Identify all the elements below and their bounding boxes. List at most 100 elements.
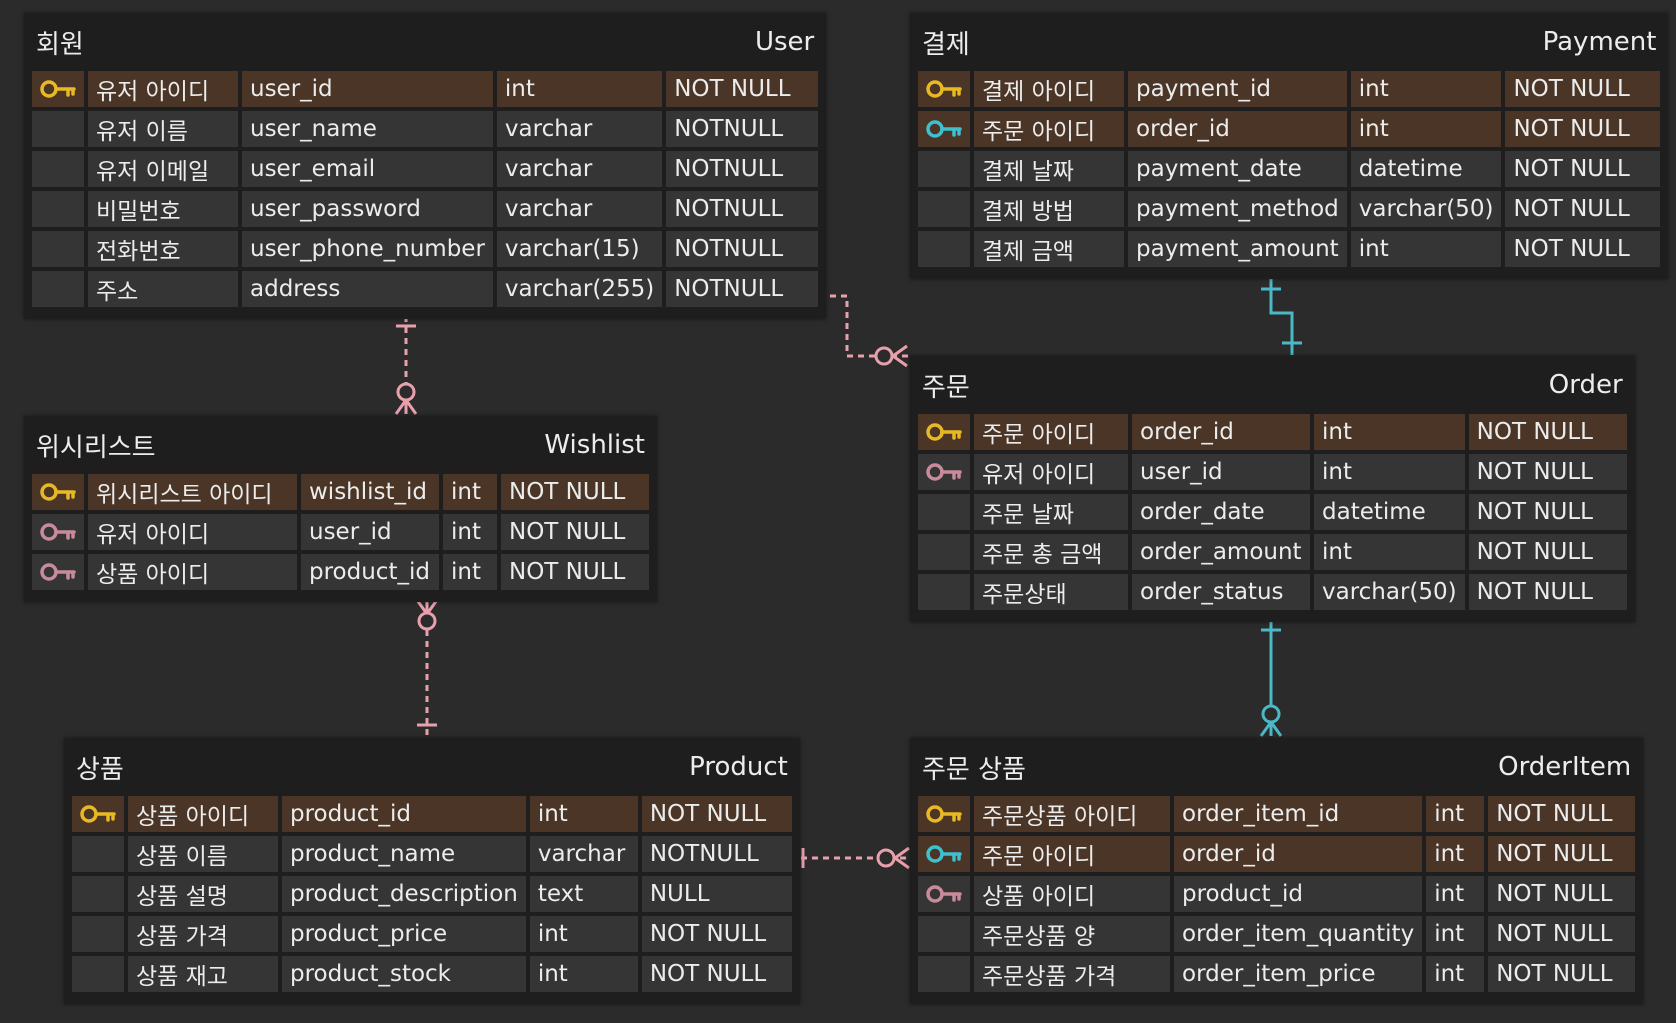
pk-key-icon [924, 419, 964, 445]
column-label-kr: 유저 이메일 [88, 151, 238, 187]
column-constraint: NOT NULL [1468, 574, 1627, 610]
entity-label-kr: 위시리스트 [36, 432, 156, 463]
column-name: order_id [1128, 111, 1347, 147]
column-constraint: NOT NULL [666, 71, 819, 107]
key-cell [918, 454, 970, 490]
column-type: varchar [529, 836, 638, 872]
column-type: int [1426, 956, 1485, 992]
key-cell [918, 494, 970, 530]
column-label-kr: 주문 아이디 [974, 111, 1124, 147]
column-type: varchar [496, 111, 663, 147]
entity-label-kr: 결제 [922, 29, 970, 60]
key-cell [32, 474, 84, 510]
column-name: product_id [301, 554, 439, 590]
column-type: varchar(15) [496, 231, 663, 267]
pk-key-icon [38, 479, 78, 505]
column-name: user_phone_number [242, 231, 493, 267]
column-name: user_id [1132, 454, 1310, 490]
column-name: order_status [1132, 574, 1310, 610]
column-type: int [1426, 836, 1485, 872]
column-constraint: NOT NULL [641, 956, 792, 992]
key-cell [72, 836, 124, 872]
column-label-kr: 상품 아이디 [128, 796, 278, 832]
ref-key-icon [924, 116, 964, 142]
column-type: int [1426, 796, 1485, 832]
column-name: product_name [282, 836, 526, 872]
key-cell [72, 796, 124, 832]
entity-header: 위시리스트 Wishlist [32, 416, 649, 474]
relation-user-wishlist [394, 316, 418, 415]
key-cell [918, 956, 970, 992]
column-type: int [529, 796, 638, 832]
column-constraint: NOT NULL [1488, 916, 1636, 952]
column-type: varchar(255) [496, 271, 663, 307]
pk-key-icon [924, 76, 964, 102]
column-label-kr: 유저 아이디 [974, 454, 1128, 490]
column-constraint: NOT NULL [1505, 71, 1661, 107]
entity-header: 상품 Product [72, 738, 792, 796]
pk-key-icon [38, 76, 78, 102]
key-cell [918, 796, 970, 832]
column-type: int [443, 554, 497, 590]
fk-key-icon [38, 559, 78, 585]
fk-key-icon [924, 459, 964, 485]
column-name: payment_amount [1128, 231, 1347, 267]
entity-label-en: User [754, 27, 815, 57]
key-cell [918, 876, 970, 912]
column-constraint: NOTNULL [666, 271, 819, 307]
entity-header: 주문 상품 OrderItem [918, 738, 1635, 796]
entity-label-en: OrderItem [1498, 752, 1632, 782]
column-name: user_id [242, 71, 493, 107]
column-constraint: NOT NULL [1468, 414, 1627, 450]
column-name: payment_method [1128, 191, 1347, 227]
column-label-kr: 상품 이름 [128, 836, 278, 872]
column-constraint: NOTNULL [666, 151, 819, 187]
column-type: int [529, 916, 638, 952]
column-label-kr: 비밀번호 [88, 191, 238, 227]
column-constraint: NULL [641, 876, 792, 912]
column-label-kr: 상품 가격 [128, 916, 278, 952]
column-constraint: NOT NULL [1505, 231, 1661, 267]
key-cell [32, 151, 84, 187]
column-label-kr: 결제 날짜 [974, 151, 1124, 187]
column-constraint: NOT NULL [641, 796, 792, 832]
